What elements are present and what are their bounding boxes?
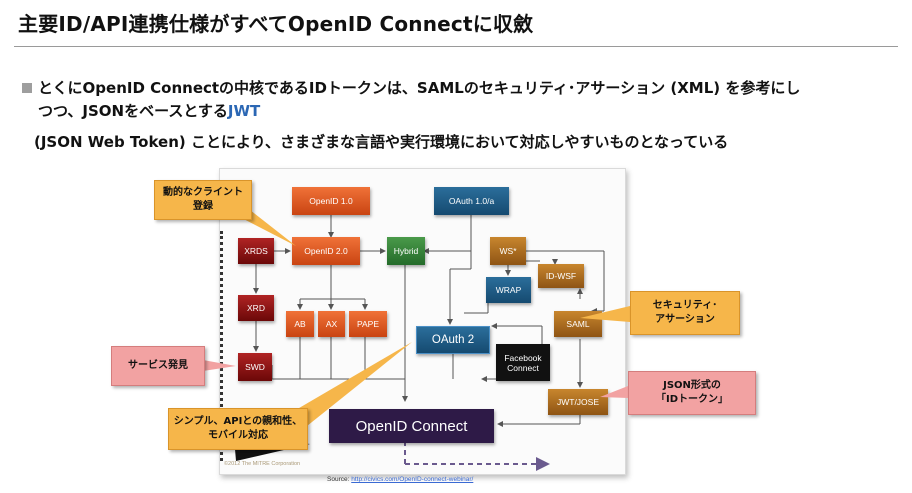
callout-security-assertion-line-1: セキュリティ･ [652,299,718,311]
node-pape: PAPE [349,311,387,337]
node-openid-1: OpenID 1.0 [292,187,370,215]
callout-json-id-token-line-2: 「IDトークン」 [655,394,729,405]
title-divider [14,46,898,47]
callout-dynamic-client-line-2: 登録 [193,201,213,212]
callout-dynamic-client-line-1: 動的なクライント [163,186,243,198]
callout-dynamic-client-registration: 動的なクライント 登録 [154,180,252,220]
node-xrds: XRDS [238,238,274,264]
node-wrap: WRAP [486,277,531,303]
node-facebook-connect: Facebook Connect [496,344,550,381]
body-text-line-2: つつ、JSONをベースとするJWT [38,100,260,121]
node-ab: AB [286,311,314,337]
node-jwt-jose: JWT/JOSE [548,389,608,415]
body-text-line-3: (JSON Web Token) ことにより、さまざまな言語や実行環境において対… [34,133,729,151]
node-openid-2: OpenID 2.0 [292,237,360,265]
bullet-square-icon [22,83,32,93]
callout-security-assertion: セキュリティ･ アサーション [630,291,740,335]
callout-simple-api-mobile: シンプル、APIとの親和性、 モバイル対応 [168,408,308,450]
source-label: Source: [327,476,352,483]
callout-service-discovery: サービス発見 [111,346,205,386]
page-title: 主要ID/API連携仕様がすべてOpenID Connectに収斂 [18,12,534,36]
node-id-wsf: ID-WSF [538,264,584,288]
callout-json-id-token: JSON形式の 「IDトークン」 [628,371,756,415]
node-ws-star: WS* [490,237,526,265]
body-text-line-1: とくにOpenID Connectの中核であるIDトークンは、SAMLのセキュリ… [38,79,801,97]
callout-json-id-token-line-1: JSON形式の [663,379,721,391]
node-openid-connect: OpenID Connect [329,409,494,443]
node-oauth-2: OAuth 2 [416,326,490,354]
callout-simple-line-1: シンプル、APIとの親和性、 [173,415,303,427]
jwt-highlight: JWT [227,102,261,120]
node-facebook-connect-line-2: Connect [507,362,539,373]
node-facebook-connect-line-1: Facebook [504,352,542,363]
source-link[interactable]: http://civics.com/OpenID-connect-webinar… [351,476,474,483]
diagram-copyright: ©2012 The MITRE Corporation [224,461,301,467]
node-oauth-1: OAuth 1.0/a [434,187,509,215]
callout-security-assertion-line-2: アサーション [655,314,715,325]
node-swd: SWD [238,353,272,381]
callout-simple-line-2: モバイル対応 [208,430,268,441]
node-xrd: XRD [238,295,274,321]
source-citation: Source: http://civics.com/OpenID-connect… [327,476,473,483]
node-ax: AX [318,311,345,337]
body-text-line-2-prefix: つつ、JSONをベースとする [38,102,228,120]
timeline-dotted-line [220,231,223,461]
node-hybrid: Hybrid [387,237,425,265]
